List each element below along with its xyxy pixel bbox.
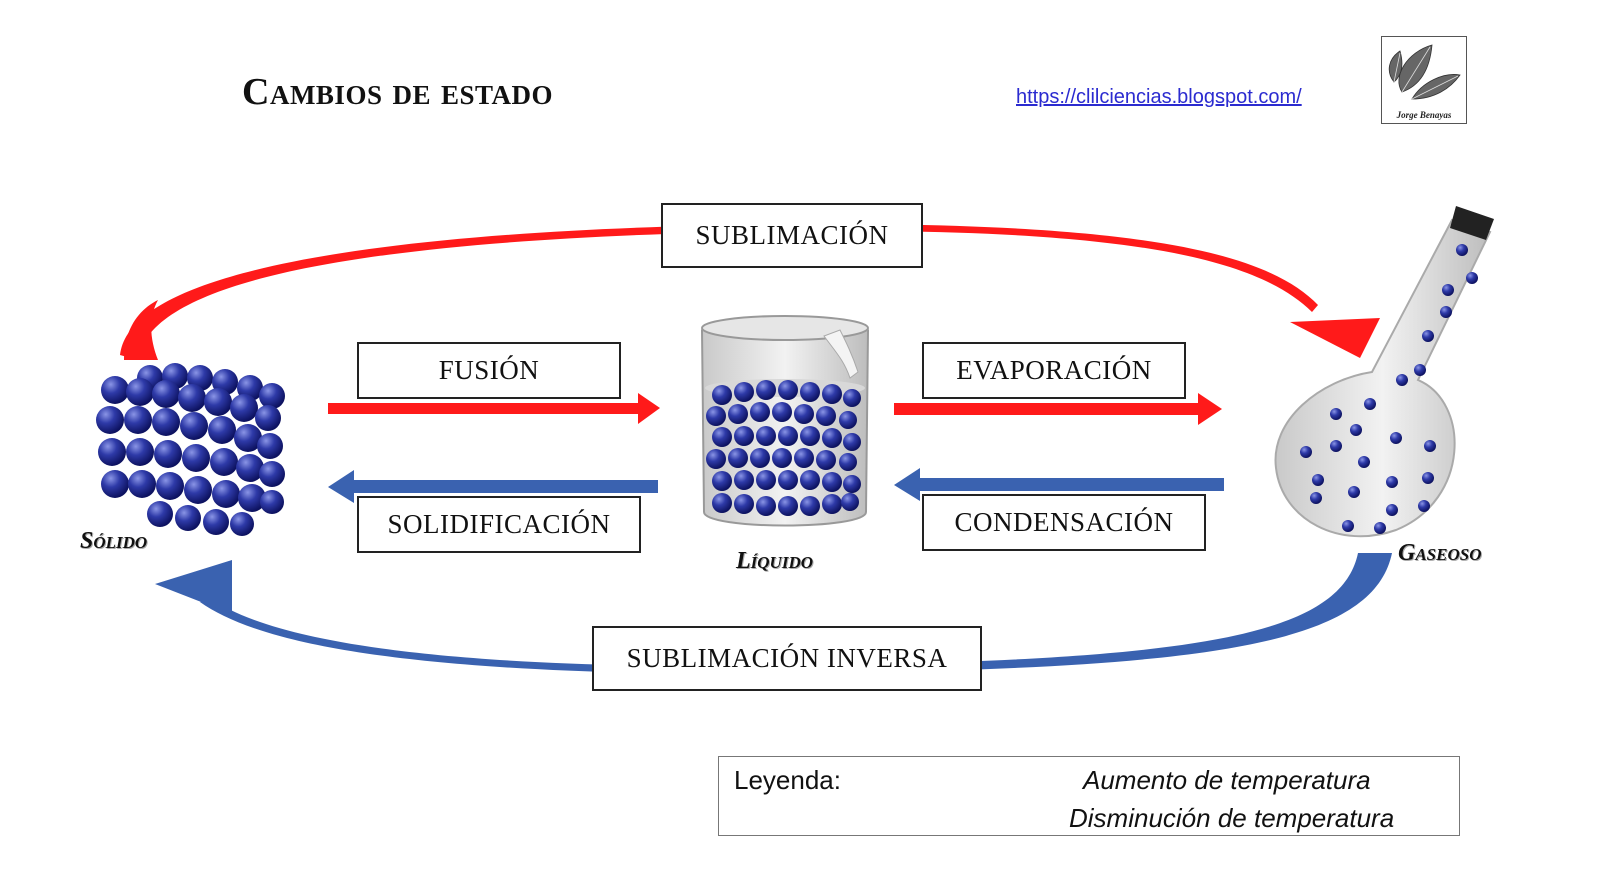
state-solid-label: Sólido [80, 528, 148, 554]
condensation-arrow [894, 468, 1224, 501]
evaporation-label-box: EVAPORACIÓN [922, 342, 1186, 399]
fusion-arrow [328, 393, 660, 424]
state-liquid-label: Líquido [736, 548, 813, 574]
condensation-label: CONDENSACIÓN [954, 507, 1174, 537]
condensation-label-box: CONDENSACIÓN [922, 494, 1206, 551]
solidification-arrow [328, 470, 658, 503]
blog-link[interactable]: https://clilciencias.blogspot.com/ [1016, 86, 1302, 108]
legend-increase-text: Aumento de temperatura [1083, 765, 1371, 795]
solidification-label-box: SOLIDIFICACIÓN [357, 496, 641, 553]
gas-flask-illustration [1274, 206, 1494, 538]
state-gas-label: Gaseoso [1398, 540, 1482, 566]
reverse-sublimation-arrow [155, 553, 1392, 675]
legend-box: Leyenda: Aumento de temperatura Disminuc… [718, 756, 1460, 836]
legend-label: Leyenda: [734, 765, 841, 795]
author-logo: Jorge Benayas [1381, 36, 1467, 124]
logo-signature: Jorge Benayas [1396, 110, 1452, 120]
reverse-sublimation-label-box: SUBLIMACIÓN INVERSA [592, 626, 982, 691]
page-title: Cambios de estado [242, 71, 553, 113]
evaporation-arrow [894, 393, 1222, 425]
fusion-label-box: FUSIÓN [357, 342, 621, 399]
liquid-beaker-illustration [700, 315, 870, 527]
evaporation-label: EVAPORACIÓN [956, 355, 1152, 385]
reverse-sublimation-label: SUBLIMACIÓN INVERSA [626, 643, 948, 673]
fusion-label: FUSIÓN [438, 355, 540, 385]
legend-decrease-text: Disminución de temperatura [1069, 803, 1395, 833]
sublimation-arrow [120, 223, 1380, 360]
sublimation-label-box: SUBLIMACIÓN [661, 203, 923, 268]
sublimation-label: SUBLIMACIÓN [695, 220, 889, 250]
solidification-label: SOLIDIFICACIÓN [387, 509, 611, 539]
leaf-icon [1388, 44, 1461, 100]
solid-particles-illustration [96, 363, 285, 536]
